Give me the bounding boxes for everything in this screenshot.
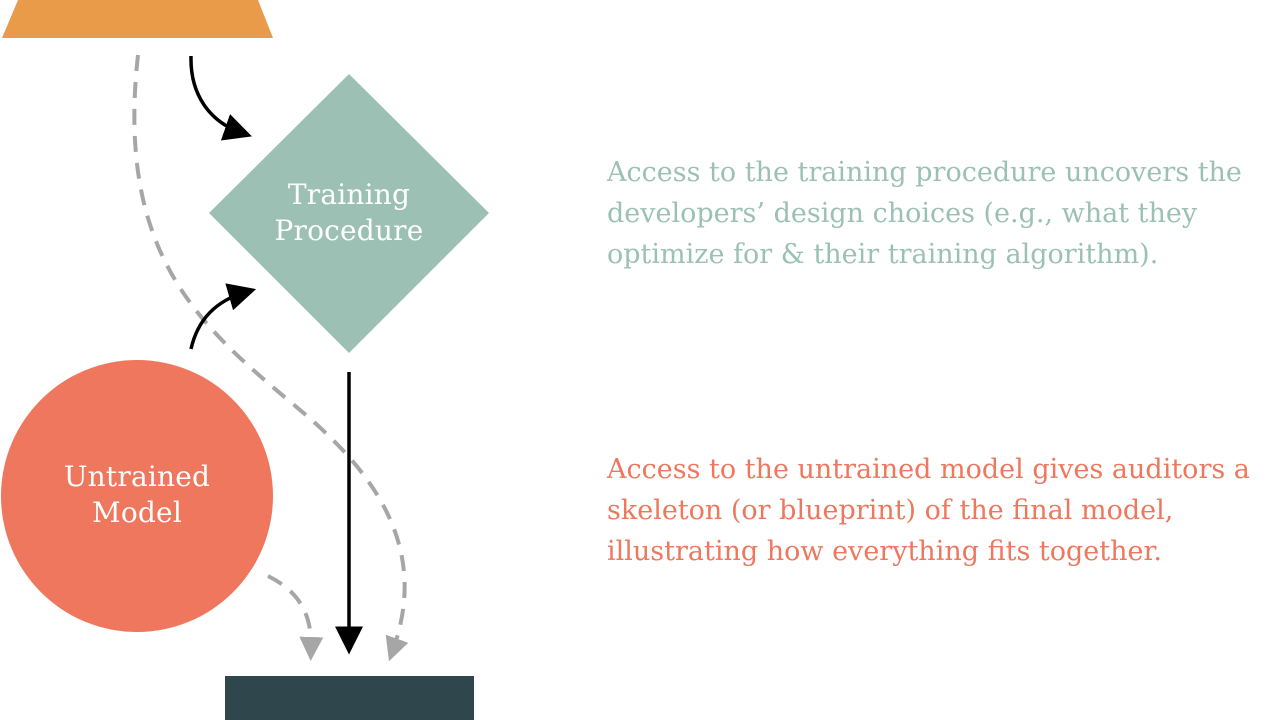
arrow-untrained-to-training xyxy=(189,283,257,350)
training-procedure-label: Training Procedure xyxy=(229,177,469,249)
untrained-model-label-line: Model xyxy=(92,496,182,529)
training-procedure-label-line: Training xyxy=(287,178,411,211)
description-line: skeleton (or blueprint) of the final mod… xyxy=(607,495,1174,526)
description-line: Access to the untrained model gives audi… xyxy=(607,454,1250,485)
training-procedure-description: Access to the training procedure uncover… xyxy=(607,152,1242,275)
training-procedure-diamond xyxy=(209,74,489,353)
untrained-model-description: Access to the untrained model gives audi… xyxy=(607,449,1250,572)
description-line: optimize for & their training algorithm)… xyxy=(607,239,1159,270)
final-model-shape xyxy=(225,676,474,720)
untrained-model-circle xyxy=(1,360,273,632)
untrained-model-label: Untrained Model xyxy=(17,459,257,531)
description-line: developers’ design choices (e.g., what t… xyxy=(607,198,1198,229)
description-line: illustrating how everything fits togethe… xyxy=(607,536,1162,567)
training-procedure-label-line: Procedure xyxy=(274,214,424,247)
untrained-model-label-line: Untrained xyxy=(63,460,211,493)
arrow-top-to-training xyxy=(189,55,252,141)
description-line: Access to the training procedure uncover… xyxy=(607,157,1242,188)
dashed-flow-arrow-untrained xyxy=(267,574,324,661)
dashed-flow-arrow-top xyxy=(132,54,409,662)
data-source-shape xyxy=(2,0,273,38)
